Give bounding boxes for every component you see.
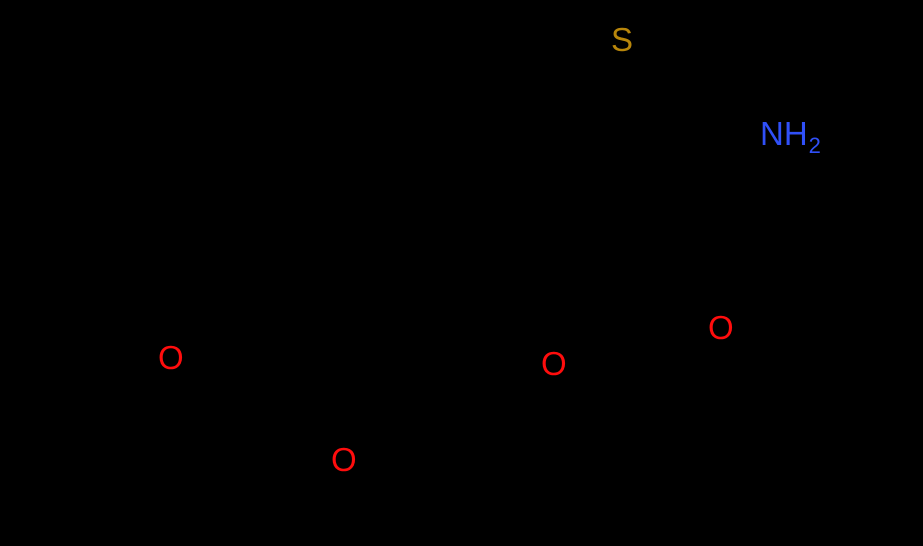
atom-amine-nitrogen: NH2 [760, 115, 821, 157]
atom-subscript: 2 [808, 133, 821, 158]
atom-label: O [158, 339, 184, 376]
atom-oxygen-1: O [158, 341, 185, 374]
atom-oxygen-2: O [331, 443, 358, 476]
atom-label: S [611, 21, 634, 58]
atom-label: O [331, 441, 357, 478]
atom-label: O [541, 345, 567, 382]
atom-label: O [708, 309, 734, 346]
atom-oxygen-4: O [708, 311, 735, 344]
atom-oxygen-3: O [541, 347, 568, 380]
atom-label: NH [760, 115, 808, 152]
atom-sulfur: S [611, 23, 634, 56]
